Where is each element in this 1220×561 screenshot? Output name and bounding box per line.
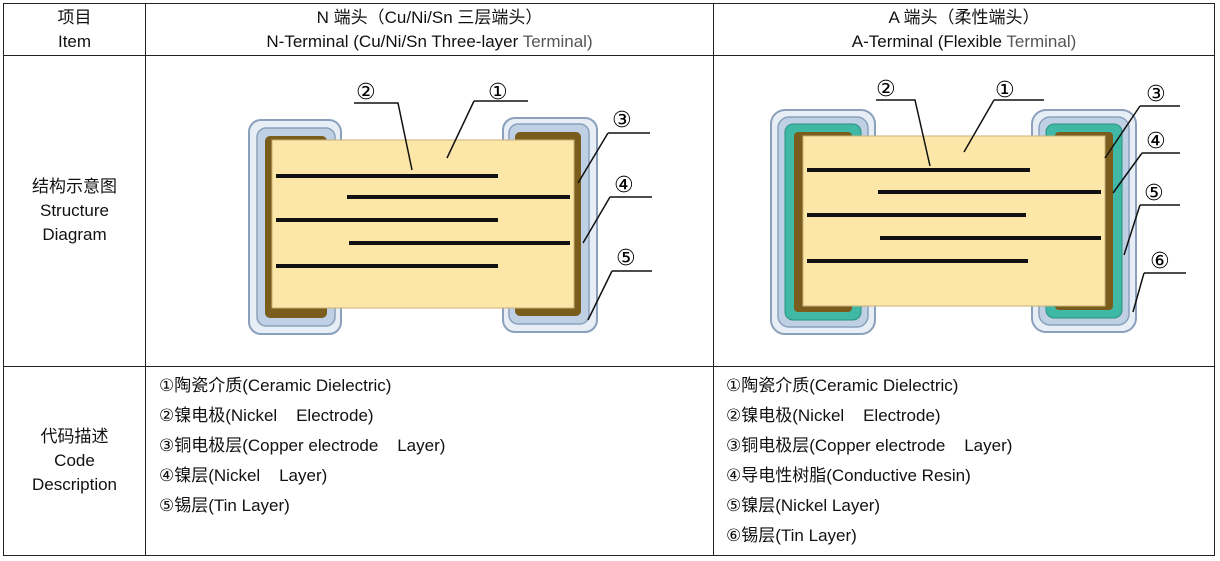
n-callout-4: ④ (614, 173, 634, 198)
a-desc-item: ①陶瓷介质(Ceramic Dielectric) (726, 376, 959, 395)
n-leader-2 (354, 102, 413, 171)
structure-label-cn: 结构示意图 (32, 177, 117, 196)
a-desc-item: ③铜电极层(Copper electrode Layer) (726, 436, 1013, 455)
structure-label-en: Diagram (42, 225, 107, 244)
code-label-en: Description (31, 475, 118, 494)
n-leader-4 (582, 196, 652, 244)
header-item-en: Item (57, 31, 92, 51)
code-label-cn: 代码描述 (40, 427, 109, 446)
n-title-en-part: N-Terminal (Cu/Ni/Sn Three-layer (266, 31, 523, 51)
spec-table: 项目 Item N 端头（Cu/Ni/Sn 三层端头） N-Terminal (… (3, 3, 1215, 556)
n-callout-5: ⑤ (616, 246, 636, 271)
structure-label-en: Structure (40, 201, 109, 220)
n-callout-3: ③ (612, 108, 632, 133)
n-title-en-part: Terminal) (522, 31, 593, 51)
a-leader-1 (963, 99, 1044, 153)
column-divider (713, 4, 714, 555)
a-ceramic-body (802, 135, 1106, 307)
n-description-list: ①陶瓷介质(Ceramic Dielectric) ②镍电极(Nickel El… (159, 371, 445, 521)
n-leader-1 (446, 100, 528, 159)
a-callout-5: ⑤ (1144, 181, 1164, 206)
n-leader-3 (577, 132, 650, 184)
code-label-en: Code (54, 451, 95, 470)
header-n-terminal: N 端头（Cu/Ni/Sn 三层端头） N-Terminal (Cu/Ni/Sn… (146, 4, 713, 55)
header-item-cn: 项目 (57, 7, 92, 27)
n-desc-item: ②镍电极(Nickel Electrode) (159, 406, 374, 425)
a-callout-3: ③ (1146, 82, 1166, 107)
a-title-en: A-Terminal (Flexible Terminal) (852, 30, 1077, 54)
row-divider (4, 55, 1214, 56)
n-title-en: N-Terminal (Cu/Ni/Sn Three-layer Termina… (266, 30, 592, 54)
a-desc-item: ⑥锡层(Tin Layer) (726, 526, 857, 545)
a-desc-item: ⑤镍层(Nickel Layer) (726, 496, 881, 515)
a-callout-6: ⑥ (1150, 249, 1170, 274)
n-ceramic-body (271, 139, 575, 309)
a-electrodes (807, 168, 1101, 263)
a-description-list: ①陶瓷介质(Ceramic Dielectric) ②镍电极(Nickel El… (726, 371, 1012, 551)
n-electrodes (276, 174, 570, 268)
a-leader-2 (876, 99, 931, 167)
a-desc-item: ④导电性树脂(Conductive Resin) (726, 466, 971, 485)
a-callout-4: ④ (1146, 129, 1166, 154)
n-desc-item: ③铜电极层(Copper electrode Layer) (159, 436, 446, 455)
n-callout-2: ② (356, 80, 376, 105)
row-divider (4, 366, 1214, 367)
a-desc-item: ②镍电极(Nickel Electrode) (726, 406, 941, 425)
n-leader-5 (587, 270, 652, 321)
n-desc-item: ⑤锡层(Tin Layer) (159, 496, 290, 515)
a-title-en-part: Terminal) (1006, 31, 1077, 51)
n-desc-item: ①陶瓷介质(Ceramic Dielectric) (159, 376, 392, 395)
structure-label-cell: 结构示意图 Structure Diagram (4, 56, 145, 366)
a-callout-2: ② (876, 77, 896, 102)
n-callout-1: ① (488, 80, 508, 105)
n-leader-lines (354, 100, 652, 321)
header-item-cell: 项目 Item (4, 4, 145, 55)
a-leader-3 (1104, 105, 1180, 159)
a-leader-5 (1123, 204, 1180, 256)
a-title-en-part: A-Terminal (Flexible (851, 31, 1007, 51)
column-divider (145, 4, 146, 555)
a-leader-4 (1112, 152, 1180, 194)
code-label-cell: 代码描述 Code Description (4, 367, 145, 555)
a-callout-1: ① (995, 78, 1015, 103)
n-desc-item: ④镍层(Nickel Layer) (159, 466, 328, 485)
a-leader-lines (876, 99, 1186, 313)
n-title-cn: N 端头（Cu/Ni/Sn 三层端头） (316, 7, 543, 27)
a-leader-6 (1132, 272, 1186, 313)
header-a-terminal: A 端头（柔性端头） A-Terminal (Flexible Terminal… (714, 4, 1214, 55)
a-title-cn: A 端头（柔性端头） (888, 7, 1040, 27)
